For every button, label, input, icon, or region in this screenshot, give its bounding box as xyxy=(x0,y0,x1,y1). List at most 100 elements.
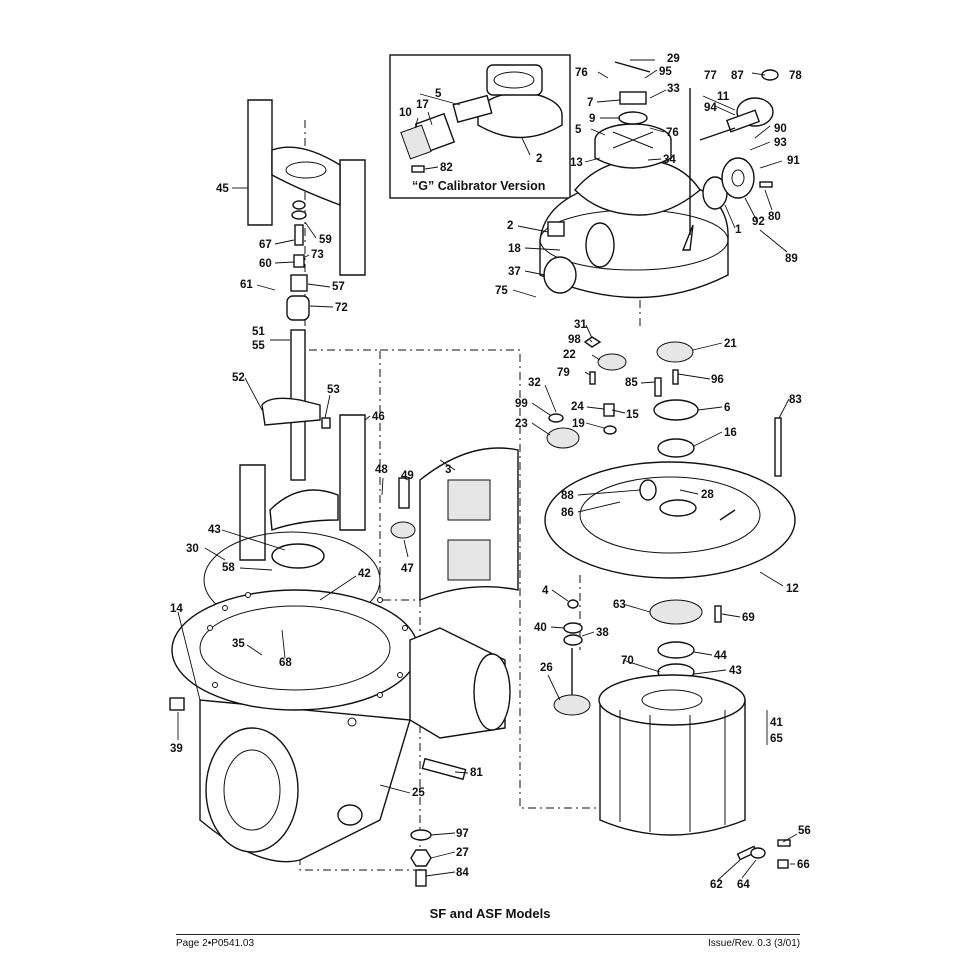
callout-7: 7 xyxy=(587,97,593,109)
callout-58: 58 xyxy=(222,562,235,574)
callout-24: 24 xyxy=(571,401,584,413)
callout-53: 53 xyxy=(327,384,340,396)
callout-10: 10 xyxy=(399,107,412,119)
callout-69: 69 xyxy=(742,612,755,624)
callout-60: 60 xyxy=(259,258,272,270)
callout-77: 77 xyxy=(704,70,717,82)
callout-17: 17 xyxy=(416,99,429,111)
callout-22: 22 xyxy=(563,349,576,361)
callout-26: 26 xyxy=(540,662,553,674)
callout-76: 76 xyxy=(575,67,588,79)
callout-15: 15 xyxy=(626,409,639,421)
callout-39: 39 xyxy=(170,743,183,755)
callout-1: 1 xyxy=(735,224,742,236)
footer-page-number: Page 2•P0541.03 xyxy=(176,938,255,949)
callout-79: 79 xyxy=(557,367,570,379)
callout-21: 21 xyxy=(724,338,737,350)
callout-14: 14 xyxy=(170,603,183,615)
callout-2: 2 xyxy=(536,153,542,165)
meter-head-assembly xyxy=(539,61,779,299)
callout-2: 2 xyxy=(507,220,513,232)
assembly-centerlines xyxy=(299,120,641,871)
callout-72: 72 xyxy=(335,302,348,314)
callout-75: 75 xyxy=(495,285,508,297)
callout-82: 82 xyxy=(440,162,453,174)
callout-94: 94 xyxy=(704,102,717,114)
leader-lines xyxy=(177,59,798,881)
callout-23: 23 xyxy=(515,418,528,430)
callout-5: 5 xyxy=(575,124,582,136)
callout-19: 19 xyxy=(572,418,585,430)
figure-caption: SF and ASF Models xyxy=(429,906,551,921)
callout-47: 47 xyxy=(401,563,414,575)
callout-83: 83 xyxy=(789,394,802,406)
callout-41: 41 xyxy=(770,717,783,729)
callout-55: 55 xyxy=(252,340,265,352)
callout-84: 84 xyxy=(456,867,469,879)
callout-44: 44 xyxy=(714,650,727,662)
callout-96: 96 xyxy=(711,374,724,386)
callout-32: 32 xyxy=(528,377,541,389)
g-calibrator-inset: “G” Calibrator Version xyxy=(389,54,571,199)
callout-30: 30 xyxy=(186,543,199,555)
callout-87: 87 xyxy=(731,70,744,82)
callout-11: 11 xyxy=(717,91,730,103)
callout-40: 40 xyxy=(534,622,547,634)
callout-5: 5 xyxy=(435,88,442,100)
callout-28: 28 xyxy=(701,489,714,501)
callout-97: 97 xyxy=(456,828,469,840)
callout-34: 34 xyxy=(663,154,676,166)
callout-56: 56 xyxy=(798,825,811,837)
callout-29: 29 xyxy=(667,53,680,65)
callout-49: 49 xyxy=(401,470,414,482)
callout-12: 12 xyxy=(786,583,799,595)
callout-42: 42 xyxy=(358,568,371,580)
callout-88: 88 xyxy=(561,490,574,502)
callout-85: 85 xyxy=(625,377,638,389)
inset-title: “G” Calibrator Version xyxy=(412,179,545,193)
callout-52: 52 xyxy=(232,372,245,384)
callout-33: 33 xyxy=(667,83,680,95)
callout-16: 16 xyxy=(724,427,737,439)
callout-6: 6 xyxy=(724,402,730,414)
callout-90: 90 xyxy=(774,123,787,135)
callout-4: 4 xyxy=(542,585,549,597)
callout-27: 27 xyxy=(456,847,469,859)
callout-76: 76 xyxy=(666,127,679,139)
callout-9: 9 xyxy=(589,113,595,125)
callout-3: 3 xyxy=(445,464,451,476)
callout-64: 64 xyxy=(737,879,750,891)
callout-70: 70 xyxy=(621,655,634,667)
callout-92: 92 xyxy=(752,216,765,228)
callout-63: 63 xyxy=(613,599,626,611)
callout-68: 68 xyxy=(279,657,292,669)
callout-66: 66 xyxy=(797,859,810,871)
footer-rule xyxy=(176,934,800,935)
callout-89: 89 xyxy=(785,253,798,265)
callout-62: 62 xyxy=(710,879,723,891)
callout-37: 37 xyxy=(508,266,521,278)
footer-issue-revision: Issue/Rev. 0.3 (3/01) xyxy=(708,938,801,949)
callout-91: 91 xyxy=(787,155,800,167)
callout-59: 59 xyxy=(319,234,332,246)
callout-18: 18 xyxy=(508,243,521,255)
callout-73: 73 xyxy=(311,249,324,261)
callout-98: 98 xyxy=(568,334,581,346)
callout-51: 51 xyxy=(252,326,265,338)
callout-25: 25 xyxy=(412,787,425,799)
callout-81: 81 xyxy=(470,767,483,779)
callout-46: 46 xyxy=(372,411,385,423)
callout-78: 78 xyxy=(789,70,802,82)
callout-38: 38 xyxy=(596,627,609,639)
callout-31: 31 xyxy=(574,319,587,331)
callout-13: 13 xyxy=(570,157,583,169)
callout-57: 57 xyxy=(332,281,345,293)
callout-45: 45 xyxy=(216,183,229,195)
callout-61: 61 xyxy=(240,279,253,291)
callout-65: 65 xyxy=(770,733,783,745)
callout-86: 86 xyxy=(561,507,574,519)
callout-43: 43 xyxy=(729,665,742,677)
callout-35: 35 xyxy=(232,638,245,650)
callout-99: 99 xyxy=(515,398,528,410)
